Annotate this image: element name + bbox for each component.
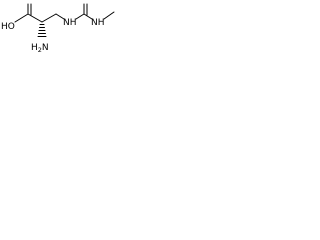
bond-curea-nh2 xyxy=(83,13,93,20)
atom-nh-right: NH xyxy=(91,18,105,28)
atom-amine-subscript: 2 xyxy=(38,46,42,54)
stereo-hash-bond xyxy=(37,24,47,37)
bond-calpha-ch2 xyxy=(41,13,57,23)
atom-amine-h: H xyxy=(31,43,38,53)
structural-formula: HO H2N NH NH xyxy=(1,3,115,54)
bonds xyxy=(14,3,115,23)
bond-nh-curea xyxy=(75,13,85,20)
atom-nh-left: NH xyxy=(63,18,77,28)
atom-amine-n: N xyxy=(42,43,49,53)
atom-amine: H2N xyxy=(31,43,49,54)
bond-cacid-calpha xyxy=(27,13,43,23)
bond-oh-cacid xyxy=(14,13,29,23)
atom-hydroxyl: HO xyxy=(1,22,15,32)
bond-ch2-nh xyxy=(55,13,65,20)
bond-nh2-ch3 xyxy=(103,11,115,20)
